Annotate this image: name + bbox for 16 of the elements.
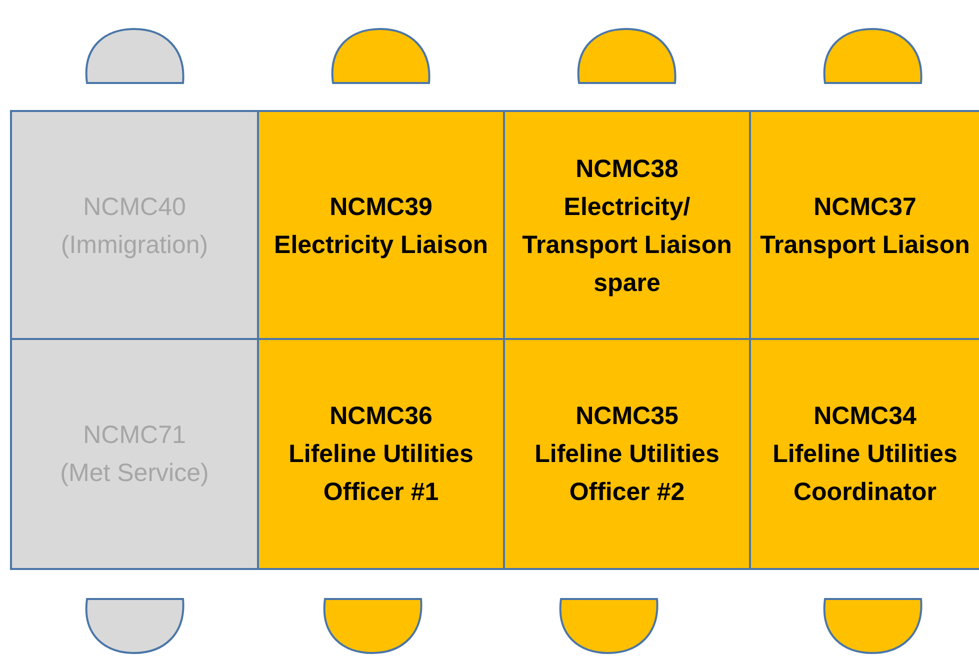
seat-label: NCMC34 — [814, 401, 916, 432]
seat-label: Lifeline Utilities Officer #2 — [534, 439, 720, 508]
seat-box — [10, 338, 259, 570]
seat-box — [503, 338, 751, 570]
seat-label: NCMC35 — [576, 401, 678, 432]
seat-label: NCMC38 — [576, 154, 678, 185]
seat-label: Transport Liaison — [760, 230, 970, 261]
seat-box — [749, 338, 979, 570]
seat-label: Electricity Liaison — [274, 230, 488, 261]
seat-label: Lifeline Utilities Coordinator — [772, 439, 958, 508]
seat-label: Lifeline Utilities Officer #1 — [288, 439, 474, 508]
seat-label: NCMC37 — [814, 192, 916, 223]
seat-label: Electricity/ Transport Liaison spare — [521, 192, 733, 299]
seat-box — [257, 338, 505, 570]
seat-label: NCMC36 — [330, 401, 432, 432]
seat-label: NCMC39 — [330, 192, 432, 223]
